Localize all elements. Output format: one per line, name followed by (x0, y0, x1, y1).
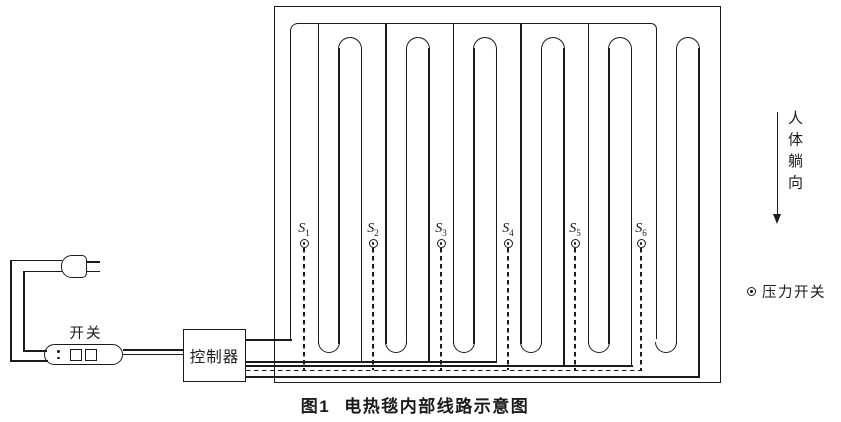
pressure-switch-label: S3 (435, 221, 447, 238)
pressure-switch-icon (636, 239, 646, 248)
plug-prong-top (87, 261, 100, 263)
return-bus-2 (246, 365, 633, 367)
cord-inner-top (23, 270, 62, 272)
cord-outer-top (10, 259, 62, 261)
body-direction-label: 人体躺向 (786, 110, 803, 196)
heating-wire-middle-run (405, 48, 407, 344)
cord-outer-bottom (10, 360, 48, 362)
pressure-switch-icon (368, 239, 378, 248)
heating-wire-drop (452, 23, 454, 344)
heating-wire-middle-run (338, 48, 340, 344)
heating-wire-return-run (563, 48, 565, 365)
switch-button-1 (70, 348, 82, 361)
return-bus-1 (246, 361, 497, 363)
switch-controller-wire-2 (123, 353, 184, 355)
heating-wire-return-run (428, 48, 430, 361)
power-plug-icon (61, 255, 87, 278)
pressure-switch-label: S1 (298, 221, 310, 238)
heating-wire-middle-run (473, 48, 475, 344)
cord-outer-left (10, 259, 12, 362)
heating-wire-drop (587, 23, 589, 344)
figure-caption: 图1 电热毯内部线路示意图 (275, 392, 555, 417)
pressure-switch-sense-line (372, 248, 374, 370)
blanket-outline (274, 6, 721, 383)
switch-controller-wire-1 (123, 349, 184, 351)
pressure-switch-icon (747, 287, 756, 296)
pressure-switch-bus-dashed (246, 370, 642, 372)
plug-prong-bottom (87, 270, 100, 273)
pressure-switch-label: S2 (367, 221, 379, 238)
heating-wire-drop (520, 23, 522, 344)
controller-label: 控制器 (189, 348, 240, 366)
switch-button-2 (84, 348, 97, 361)
heating-wire-return-run (698, 48, 700, 376)
pressure-switch-sense-line (440, 248, 442, 370)
figure-number: 图1 (300, 397, 331, 416)
body-direction-arrowhead-icon (772, 214, 781, 224)
heating-wire-return-run (630, 48, 632, 365)
feed-wire (246, 339, 292, 341)
pressure-switch-sense-line (507, 248, 509, 370)
switch-dot-top (57, 350, 60, 353)
figure-title: 电热毯内部线路示意图 (344, 397, 530, 416)
switch-box-label: 开关 (69, 326, 103, 342)
cord-inner-left (23, 270, 25, 352)
pressure-switch-label: S6 (635, 221, 647, 238)
pressure-switch-icon (436, 239, 446, 248)
switch-box (44, 344, 123, 365)
controller-box: 控制器 (183, 329, 246, 382)
pressure-switch-sense-line (574, 248, 576, 370)
pressure-switch-label: S5 (569, 221, 581, 238)
pressure-switch-icon (299, 239, 309, 248)
heating-wire-return-run (360, 48, 362, 361)
pressure-switch-sense-line (303, 248, 305, 370)
heating-wire-middle-run (675, 48, 677, 344)
heating-wire-middle-run (540, 48, 542, 344)
heating-wire-drop (385, 23, 387, 344)
pressure-switch-legend-label: 压力开关 (762, 285, 826, 301)
cord-inner-bottom (23, 350, 47, 352)
heating-wire-top-bus (290, 23, 657, 339)
body-direction-arrow-line (776, 112, 778, 216)
return-bus-3 (246, 376, 700, 378)
heating-wire-drop (317, 23, 319, 344)
heating-wire-return-run (495, 48, 497, 361)
pressure-switch-label: S4 (502, 221, 514, 238)
pressure-switch-icon (570, 239, 580, 248)
switch-dot-bottom (57, 356, 60, 360)
pressure-switch-legend: 压力开关 (747, 281, 826, 302)
pressure-switch-sense-line (640, 248, 642, 370)
heating-wire-middle-run (608, 48, 610, 344)
pressure-switch-icon (503, 239, 513, 248)
